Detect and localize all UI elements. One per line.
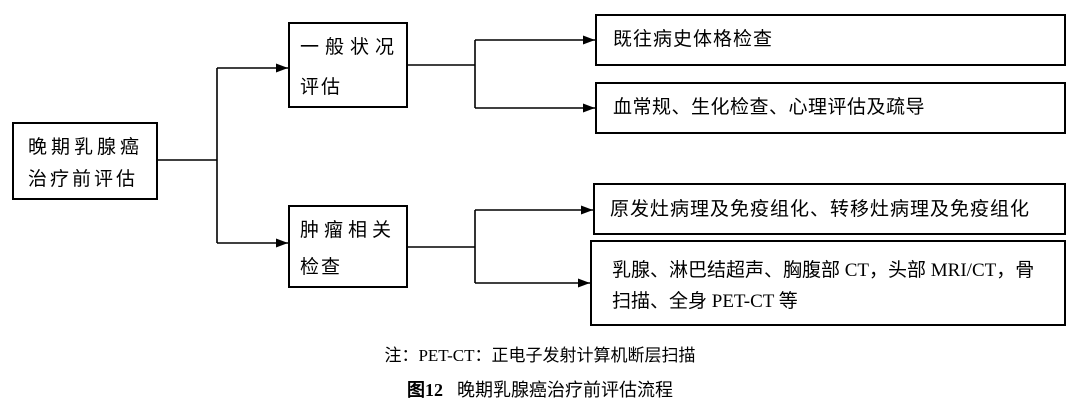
node-general-condition-assessment: 一般状况 评估 — [288, 22, 408, 108]
node-label-line-1: 肿瘤相关 — [300, 220, 397, 241]
node-blood-biochem-psych: 血常规、生化检查、心理评估及疏导 — [595, 82, 1066, 134]
node-pathology-immunohistochemistry: 原发灶病理及免疫组化、转移灶病理及免疫组化 — [593, 183, 1066, 235]
node-label-line-2: 治疗前评估 — [28, 169, 139, 190]
node-label-line-1: 原发灶病理及免疫组化、转移灶病理及免疫组化 — [610, 199, 1031, 220]
node-label-line-1: 血常规、生化检查、心理评估及疏导 — [613, 97, 926, 118]
figure-number: 图12 — [407, 380, 443, 400]
figure-note: 注：PET-CT：正电子发射计算机断层扫描 — [384, 346, 696, 365]
node-label-line-2: 评估 — [300, 77, 343, 98]
node-label-line-1: 乳腺、淋巴结超声、胸腹部 CT，头部 MRI/CT，骨 — [612, 260, 1035, 281]
figure-title: 晚期乳腺癌治疗前评估流程 — [457, 380, 673, 400]
node-imaging-examinations: 乳腺、淋巴结超声、胸腹部 CT，头部 MRI/CT，骨 扫描、全身 PET-CT… — [590, 240, 1066, 326]
figure-caption: 图12 晚期乳腺癌治疗前评估流程 — [0, 378, 1080, 402]
node-history-physical-exam: 既往病史体格检查 — [595, 14, 1066, 66]
node-tumor-related-examination: 肿瘤相关 检查 — [288, 205, 408, 288]
node-label-line-1: 一般状况 — [300, 37, 401, 58]
node-label-line-1: 晚期乳腺癌 — [28, 137, 144, 158]
node-label-line-1: 既往病史体格检查 — [613, 29, 774, 50]
node-label-line-2: 扫描、全身 PET-CT 等 — [612, 291, 798, 312]
node-pretreatment-assessment: 晚期乳腺癌 治疗前评估 — [12, 122, 158, 200]
node-label-line-2: 检查 — [300, 257, 343, 278]
